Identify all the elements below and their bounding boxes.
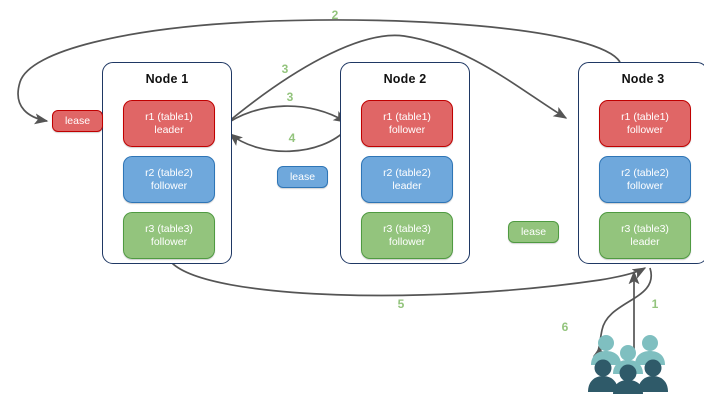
replica-node1-r3[interactable]: r3 (table3) follower: [123, 212, 215, 259]
replica-name: r3 (table3): [145, 222, 193, 235]
replica-role: follower: [388, 235, 426, 248]
replica-node3-r3[interactable]: r3 (table3) leader: [599, 212, 691, 259]
replica-role: follower: [388, 123, 426, 136]
replica-role: follower: [150, 235, 188, 248]
replica-node3-r1[interactable]: r1 (table1) follower: [599, 100, 691, 147]
step-label-6: 6: [561, 320, 569, 334]
node-card-node2[interactable]: Node 2 r1 (table1) follower r2 (table2) …: [340, 62, 470, 264]
replica-node3-r2[interactable]: r2 (table2) follower: [599, 156, 691, 203]
replica-name: r3 (table3): [383, 222, 431, 235]
step-label-5: 5: [397, 297, 405, 311]
replica-name: r1 (table1): [383, 110, 431, 123]
replica-role: leader: [630, 235, 660, 248]
replica-name: r1 (table1): [621, 110, 669, 123]
replica-role: leader: [154, 123, 184, 136]
node-title-node3: Node 3: [621, 72, 665, 86]
replica-node2-r1[interactable]: r1 (table1) follower: [361, 100, 453, 147]
step-label-3-long: 3: [281, 62, 289, 76]
replica-name: r2 (table2): [621, 166, 669, 179]
replica-node2-r2[interactable]: r2 (table2) leader: [361, 156, 453, 203]
step-label-3-arc: 3: [286, 90, 294, 104]
node-title-node2: Node 2: [383, 72, 427, 86]
step-label-1: 1: [651, 297, 659, 311]
node-card-node1[interactable]: Node 1 r1 (table1) leader r2 (table2) fo…: [102, 62, 232, 264]
replica-node1-r1[interactable]: r1 (table1) leader: [123, 100, 215, 147]
arrow-step-3-arc: [221, 105, 348, 128]
lease-label: lease: [64, 115, 91, 127]
node-title-node1: Node 1: [145, 72, 189, 86]
users-icon: [588, 335, 668, 394]
replica-node2-r3[interactable]: r3 (table3) follower: [361, 212, 453, 259]
step-label-4: 4: [288, 131, 296, 145]
replica-role: follower: [150, 179, 188, 192]
replica-name: r2 (table2): [145, 166, 193, 179]
lease-badge-table3[interactable]: lease: [508, 221, 559, 243]
lease-label: lease: [289, 171, 316, 183]
replica-node1-r2[interactable]: r2 (table2) follower: [123, 156, 215, 203]
arrow-step-5: [171, 262, 647, 297]
replica-name: r2 (table2): [383, 166, 431, 179]
node-card-node3[interactable]: Node 3 r1 (table1) follower r2 (table2) …: [578, 62, 704, 264]
replica-name: r3 (table3): [621, 222, 669, 235]
lease-label: lease: [520, 226, 547, 238]
replica-role: follower: [626, 123, 664, 136]
lease-badge-table2[interactable]: lease: [277, 166, 328, 188]
replica-name: r1 (table1): [145, 110, 193, 123]
replica-role: follower: [626, 179, 664, 192]
lease-badge-table1[interactable]: lease: [52, 110, 103, 132]
step-label-2: 2: [331, 8, 339, 22]
replica-role: leader: [392, 179, 422, 192]
